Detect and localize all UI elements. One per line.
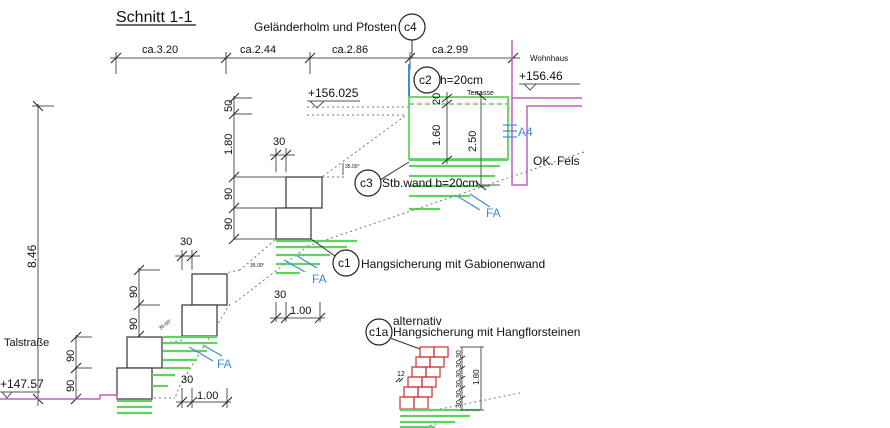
top-dimension-chain: ca.3.20 ca.2.44 ca.2.86 ca.2.99 [110,44,520,74]
label-fa-3: FA [217,357,232,371]
callout-c2-id: c2 [419,73,432,87]
callout-c1: c1 Hangsicherung mit Gabionenwand [310,238,545,277]
label-fa-2: FA [312,272,327,286]
dim-hf-1: 30 [456,350,463,358]
dim-hf-2: 30 [456,360,463,368]
hangflor-dims: 30 30 30 30 30 30 1.80 [456,346,484,411]
callout-c3-id: c3 [360,176,373,190]
dim-wall-20: 20 [431,93,443,105]
angle-mid: 35.00° [158,318,173,331]
dim-top-3: ca.2.86 [332,44,368,56]
terrace-elevation: +156.025 [307,86,409,116]
callout-c4-id: c4 [404,20,417,34]
label-ok-fels: OK. Fels [533,154,580,168]
label-talstrasse: Talstraße [4,337,49,349]
label-wohnhaus: Wohnhaus [530,54,568,63]
dim-wall-160: 1.60 [431,125,443,146]
hangflor-bricks: 12 [395,346,480,428]
dim-hf-4: 30 [456,380,463,388]
dim-low-100: 1.00 [197,390,218,402]
dim-low-30: 30 [181,374,193,386]
elev-wohnhaus: +156.46 [519,69,563,83]
dim-hangflor-12: 12 [397,371,405,378]
dim-mid-90b: 90 [128,318,140,330]
callout-c3-text: Stb.wand b=20cm [382,176,478,190]
callout-c1a: c1a alternativ Hangsicherung mit Hangflo… [365,314,580,350]
elev-terrace: +156.025 [308,86,359,100]
angle-upper: 35.00° [345,164,360,170]
gabion-upper: FA 35.00° [275,163,360,286]
callout-c2: c2 h=20cm [413,66,483,94]
callout-c4: Geländerholm und Pfosten c4 [254,13,426,58]
callout-c1-id: c1 [338,256,351,270]
slope-lines [152,115,585,428]
label-fa-1: FA [486,206,501,220]
upper-bottom-dims: 30 1.00 [270,289,326,324]
dim-mid-90a: 90 [128,286,140,298]
dim-top-1: ca.3.20 [142,44,178,56]
dim-wall-250: 2.50 [467,131,479,152]
label-terrasse: Terrasse [467,90,494,97]
dim-hf-3: 30 [456,370,463,378]
callout-c4-text: Geländerholm und Pfosten [254,20,397,34]
gabion-lower: 30 1.00 [116,336,233,415]
gabion-middle: FA 35.00° 35.00° 30 [158,236,265,371]
label-a4: A4 [518,125,533,139]
callout-c3: c3 Stb.wand b=20cm [354,161,478,197]
dim-top-2: ca.2.44 [240,44,276,56]
callout-c1-text: Hangsicherung mit Gabionenwand [361,257,545,271]
dim-upper-50: 50 [223,100,235,112]
dim-upper-180: 1.80 [223,134,235,155]
dim-upper-90a: 90 [223,188,235,200]
dim-low-30-top: 30 [180,236,192,248]
angle-upper-mid: 35.00° [250,263,265,269]
callout-c1a-line1: alternativ [393,314,442,328]
upper-vertical-dims: 50 1.80 90 90 30 [223,92,295,245]
dim-low-90a: 90 [65,350,77,362]
dim-upper-90b: 90 [223,218,235,230]
dim-total-846: 8.46 [25,244,39,268]
callout-c1a-id: c1a [369,325,389,339]
elev-street: +147.57 [0,377,44,391]
callout-c2-text: h=20cm [440,73,483,87]
total-height-dim: 8.46 [25,100,54,406]
wohnhaus-building: Wohnhaus +156.46 OK. Fels [511,40,582,186]
callout-c1a-line2: Hangsicherung mit Hangflorsteinen [393,325,580,339]
dim-hf-total: 1.80 [472,369,481,385]
drawing-title: Schnitt 1-1 [116,9,193,26]
street-level: Talstraße +147.57 [0,337,118,400]
terrace-wall: Terrasse A4 20 1.60 2.50 FA [408,64,533,220]
dim-hf-6: 30 [456,400,463,408]
dim-hf-5: 30 [456,390,463,398]
dim-upper-30: 30 [273,136,285,148]
mid-vertical-dims: 90 90 [128,264,160,342]
dim-mid-30: 30 [274,289,286,301]
dim-top-4: ca.2.99 [432,44,468,56]
dim-low-90b: 90 [65,380,77,392]
low-vertical-dims: 90 90 [65,331,92,405]
dim-mid-100: 1.00 [290,305,311,317]
